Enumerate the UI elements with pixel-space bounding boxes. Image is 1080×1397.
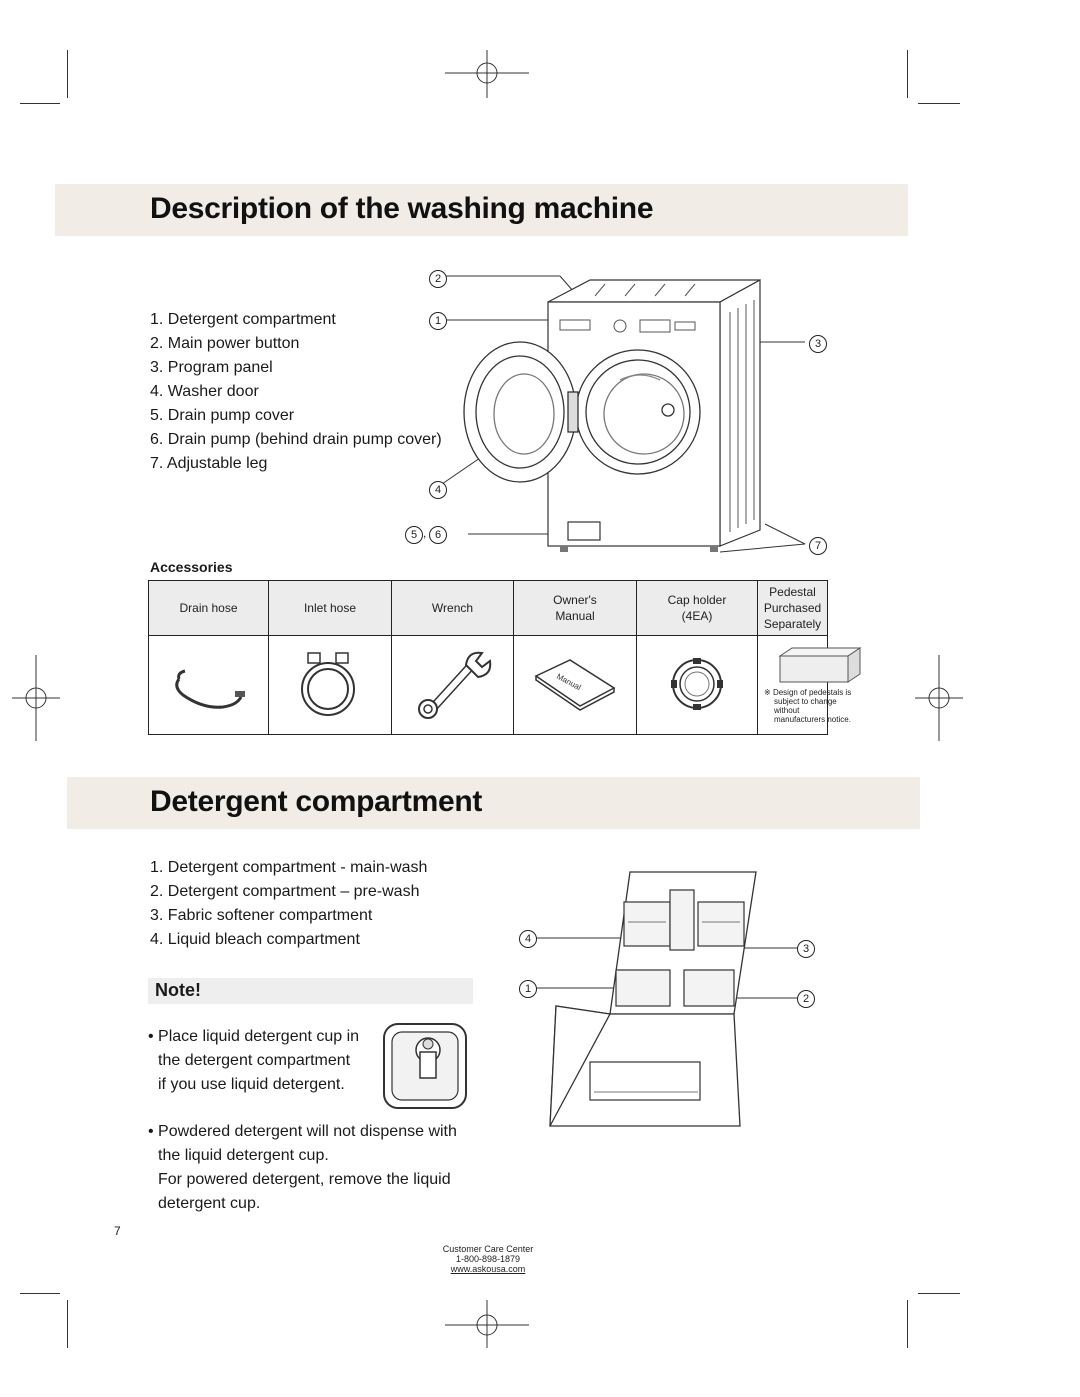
wrench-icon xyxy=(417,651,491,719)
registration-mark-icon xyxy=(445,50,529,98)
inlet-hose-icon xyxy=(301,651,355,716)
crop-mark xyxy=(918,1293,960,1294)
table-cell: ※ Design of pedestals is subject to chan… xyxy=(757,635,862,735)
table-cell xyxy=(268,635,392,735)
crop-mark xyxy=(907,50,908,98)
table-header-cell: Cap holder(4EA) xyxy=(636,580,758,636)
crop-mark xyxy=(20,1293,60,1294)
callout-number: 3 xyxy=(809,335,827,353)
table-header-cell: Drain hose xyxy=(148,580,269,636)
website-link[interactable]: www.askousa.com xyxy=(450,1264,526,1274)
list-item: 1. Detergent compartment xyxy=(150,311,336,328)
note-title: Note! xyxy=(155,980,201,1000)
section-title-bar xyxy=(67,777,920,829)
crop-mark xyxy=(20,103,60,104)
table-header-cell: Wrench xyxy=(391,580,514,636)
callout-number: 2 xyxy=(797,990,815,1008)
table-cell xyxy=(391,635,514,735)
list-item: 2. Detergent compartment – pre-wash xyxy=(150,883,420,900)
note-paragraph: • Powdered detergent will not dispense w… xyxy=(148,1123,457,1212)
compartment-list: 1. Detergent compartment - main-wash 2. … xyxy=(150,856,427,952)
callout-separator: , xyxy=(423,526,427,540)
table-header-cell: Inlet hose xyxy=(268,580,392,636)
list-item: 3. Fabric softener compartment xyxy=(150,907,373,924)
callout-number: 5 xyxy=(405,526,423,544)
parts-list: 1. Detergent compartment 2. Main power b… xyxy=(150,308,442,476)
liquid-detergent-cup-icon xyxy=(383,1023,467,1109)
list-item: 3. Program panel xyxy=(150,359,273,376)
footer: Customer Care Center 1-800-898-1879 www.… xyxy=(420,1244,556,1274)
callout-number: 7 xyxy=(809,537,827,555)
section-title-bar xyxy=(55,184,908,236)
list-item: 4. Washer door xyxy=(150,383,259,400)
callout-number: 4 xyxy=(429,481,447,499)
callout-number: 1 xyxy=(519,980,537,998)
list-item: 7. Adjustable leg xyxy=(150,455,268,472)
table-cell: Manual xyxy=(513,635,637,735)
cap-holder-icon xyxy=(671,657,723,710)
callout-number: 4 xyxy=(519,930,537,948)
washing-machine-illustration xyxy=(441,275,806,553)
pedestal-note: ※ Design of pedestals is subject to chan… xyxy=(764,688,852,724)
owners-manual-icon: Manual xyxy=(534,658,616,711)
accessories-heading: Accessories xyxy=(150,559,233,575)
list-item: 6. Drain pump (behind drain pump cover) xyxy=(150,431,442,448)
callout-number: 1 xyxy=(429,312,447,330)
callout-number: 3 xyxy=(797,940,815,958)
note-paragraph: • Place liquid detergent cup in the dete… xyxy=(148,1028,360,1093)
list-item: 2. Main power button xyxy=(150,335,300,352)
drain-hose-icon xyxy=(174,669,245,709)
crop-mark xyxy=(67,1300,68,1348)
pedestal-icon xyxy=(778,647,862,683)
section-title: Description of the washing machine xyxy=(150,192,654,225)
crop-mark xyxy=(918,103,960,104)
table-row: Manual ※ Design of pedestals is xyxy=(148,635,862,735)
table-cell xyxy=(636,635,758,735)
crop-mark xyxy=(67,50,68,98)
page-number: 7 xyxy=(114,1224,121,1238)
registration-mark-icon xyxy=(445,1300,529,1348)
registration-mark-icon xyxy=(915,655,963,741)
note-mark-icon: ※ xyxy=(764,688,771,697)
table-cell xyxy=(148,635,269,735)
list-item: 4. Liquid bleach compartment xyxy=(150,931,360,948)
callout-number: 6 xyxy=(429,526,447,544)
list-item: 5. Drain pump cover xyxy=(150,407,295,424)
list-item: 1. Detergent compartment - main-wash xyxy=(150,859,428,876)
callout-number: 2 xyxy=(429,270,447,288)
detergent-drawer-illustration xyxy=(536,871,800,1127)
note-bar xyxy=(148,978,473,1004)
crop-mark xyxy=(907,1300,908,1348)
registration-mark-icon xyxy=(12,655,60,741)
section-title: Detergent compartment xyxy=(150,785,483,818)
